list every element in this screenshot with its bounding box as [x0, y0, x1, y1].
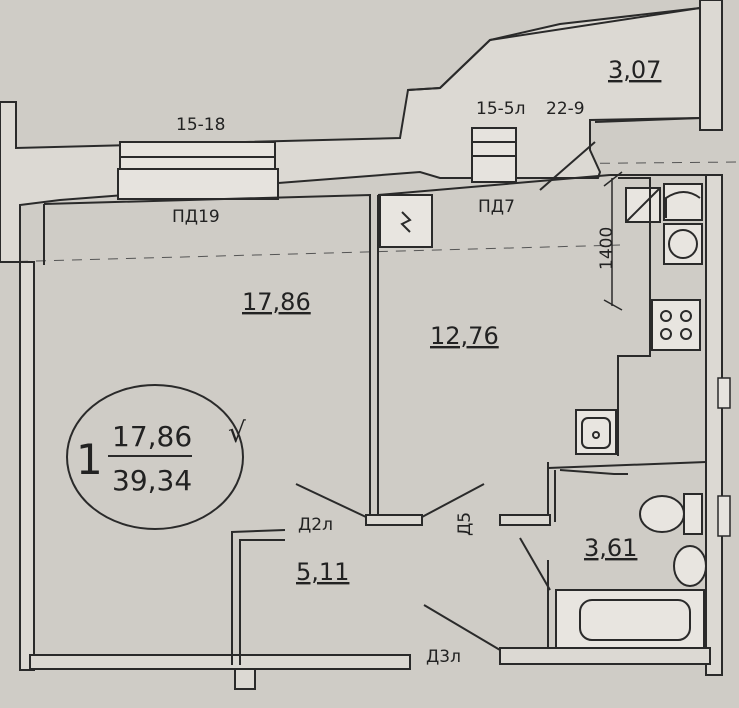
door-label-d3l: Д3л	[426, 647, 461, 667]
pd7-label: ПД7	[478, 197, 515, 217]
window-15-18	[117, 141, 279, 200]
loggia	[407, 0, 723, 131]
bathroom-fixtures	[555, 469, 707, 649]
hall-area: 5,11	[296, 558, 349, 586]
living-area-total: 17,86	[112, 420, 192, 453]
living-room-area: 17,86	[242, 288, 311, 316]
window-label-15-5l: 15-5л	[476, 99, 525, 119]
loggia-area: 3,07	[608, 56, 661, 84]
door-swings	[295, 141, 596, 651]
kitchen-area: 12,76	[430, 322, 499, 350]
pd19-label: ПД19	[172, 207, 220, 227]
interior-walls	[19, 174, 723, 690]
window-label-15-18: 15-18	[176, 115, 225, 135]
apartment-badge	[66, 384, 244, 530]
dimension-1400	[603, 171, 623, 311]
top-wall	[0, 6, 701, 265]
window-label-22-9: 22-9	[546, 99, 585, 119]
checkmark: √	[228, 416, 246, 449]
bathroom-area: 3,61	[584, 534, 637, 562]
dimension-1400-label: 1400	[597, 227, 617, 270]
axis-lines	[0, 161, 739, 263]
kitchen-fixtures	[575, 177, 703, 456]
electric-panel	[379, 194, 433, 248]
window-15-5l	[471, 127, 517, 183]
rooms-count: 1	[76, 435, 103, 484]
total-area: 39,34	[112, 464, 192, 497]
door-label-d5: Д5	[455, 512, 475, 536]
right-window-marks	[717, 377, 731, 537]
door-label-d2l: Д2л	[298, 515, 333, 535]
